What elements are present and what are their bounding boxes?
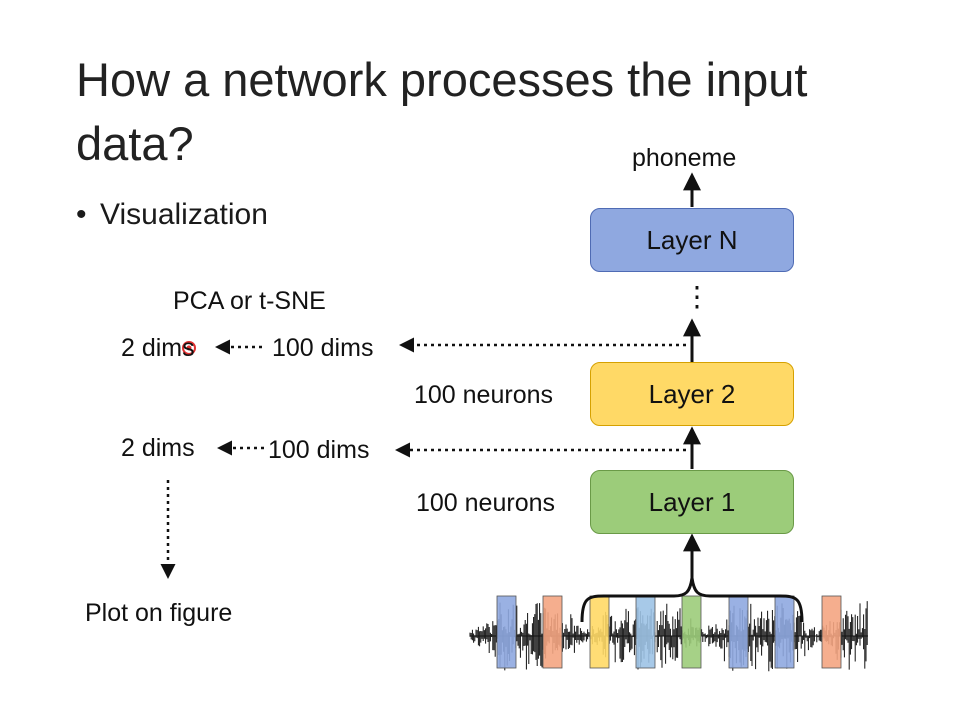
input-frame	[774, 595, 795, 669]
input-brace	[580, 577, 804, 623]
input-frame	[589, 595, 610, 669]
plot-on-figure-label: Plot on figure	[85, 599, 233, 627]
phoneme-label: phoneme	[632, 144, 737, 172]
input-frames	[496, 595, 842, 669]
slide-title: How a network processes the input data?	[76, 53, 808, 170]
lower-100-dims-label: 100 dims	[268, 436, 370, 464]
input-frame	[821, 595, 842, 669]
input-frame	[542, 595, 563, 669]
layer-2-neurons-label: 100 neurons	[414, 381, 554, 409]
bullet-visualization: • Visualization	[76, 196, 268, 234]
input-frame	[728, 595, 749, 669]
projection-method-label: PCA or t-SNE	[173, 287, 326, 315]
audio-waveform	[469, 601, 868, 672]
cursor-pointer-icon	[182, 341, 196, 355]
upper-2-dims-label: 2 dims	[121, 334, 195, 362]
ellipsis-icon: ⋮	[683, 281, 711, 312]
upper-100-dims-label: 100 dims	[272, 334, 374, 362]
layer-1-box: Layer 1	[590, 470, 794, 534]
layer-n-box: Layer N	[590, 208, 794, 272]
input-frame	[681, 595, 702, 669]
lower-2-dims-label: 2 dims	[121, 434, 195, 462]
input-frame	[635, 595, 656, 669]
layer-1-neurons-label: 100 neurons	[416, 489, 556, 517]
bullet-text: Visualization	[100, 198, 268, 231]
layer-2-box: Layer 2	[590, 362, 794, 426]
input-frame	[496, 595, 517, 669]
bullet-dot-icon: •	[76, 198, 87, 231]
